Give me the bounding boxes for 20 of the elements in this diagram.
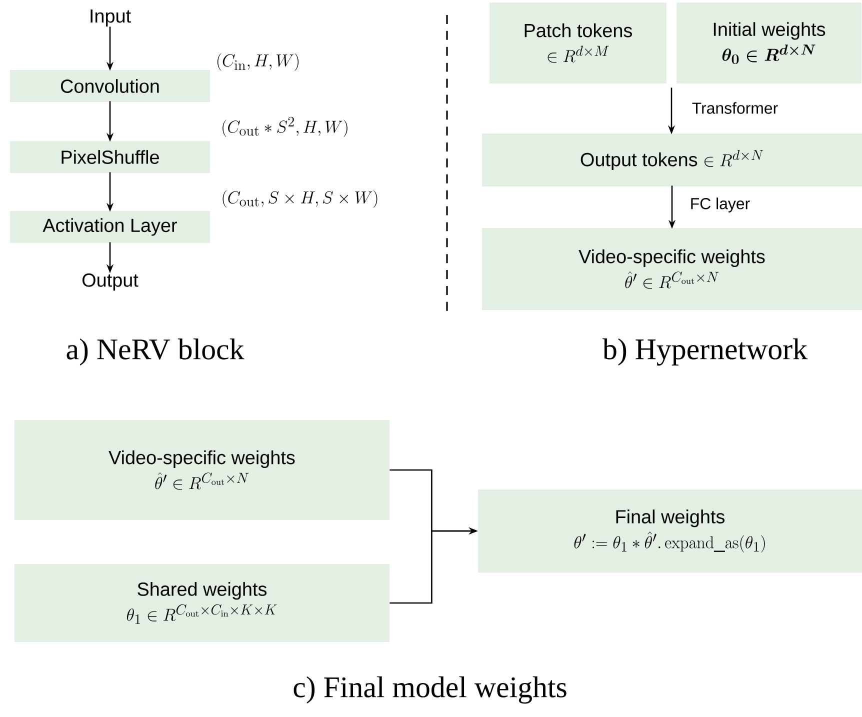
process-box: Output tokens $\in R^{d\times N}$ <box>482 134 862 186</box>
panel-caption: c) Final model weights <box>294 676 566 704</box>
panel-caption: b) Hypernetwork <box>602 338 808 366</box>
process-box: Initial weights $\boldsymbol{\theta_0 \in R^{d\times N}}$ <box>676 2 862 84</box>
tensor-shape-label: $(C_{\mathrm{out}}, S\times H, S\times W)$ <box>222 190 378 208</box>
panel-caption: a) NeRV block <box>66 338 244 366</box>
tensor-shape-label: $(C_{\mathrm{in}}, H, W)$ <box>217 53 299 71</box>
process-box: Shared weights $\theta_1 \in R^{C_{\mathrm{out}}\times C_{\mathrm{in}}\times K\times K}$ <box>14 564 390 642</box>
io-text: Input <box>90 10 131 26</box>
edge-label: Transformer <box>692 102 778 114</box>
tensor-shape-label: $(C_{\mathrm{out}} * S^2, H, W)$ <box>222 116 348 137</box>
process-box: Video-specific weights $\hat{\theta}' \in R^{C_{\mathrm{out}}\times N}$ <box>14 420 390 520</box>
edge-label: FC layer <box>691 198 750 212</box>
process-box: Activation Layer <box>10 211 210 243</box>
process-box: Convolution <box>10 70 210 102</box>
io-text: Output <box>82 273 138 291</box>
process-box: Final weights $\theta' := \theta_1 * \hat{\theta}'.\,\mathrm{expand\_as}(\theta_1)$ <box>478 490 862 572</box>
process-box: PixelShuffle <box>10 141 210 173</box>
process-box: Video-specific weights $\hat{\theta}' \in R^{C_{\mathrm{out}}\times N}$ <box>482 228 862 310</box>
process-box: Patch tokens $\in R^{d\times M}$ <box>490 2 666 84</box>
